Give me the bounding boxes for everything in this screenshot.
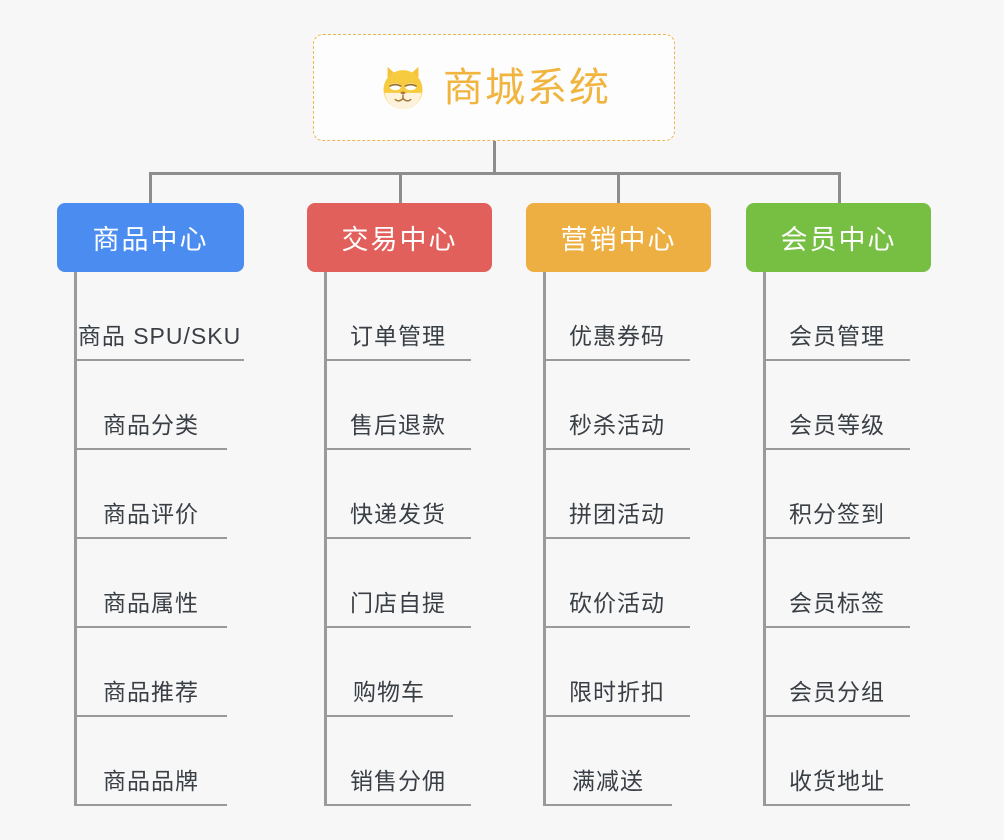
leaf-list-1: 商品 SPU/SKU 商品分类 商品评价 商品属性 商品推荐 商品品牌 bbox=[57, 272, 244, 806]
leaf-label: 优惠券码 bbox=[569, 323, 665, 349]
leaf-label: 商品评价 bbox=[103, 501, 199, 527]
leaf-label: 会员分组 bbox=[789, 679, 885, 705]
leaf-label: 购物车 bbox=[353, 679, 425, 705]
list-item[interactable]: 会员分组 bbox=[764, 628, 910, 717]
root-node-mall-system[interactable]: 商城系统 bbox=[313, 34, 675, 141]
connector-horizontal-bus bbox=[149, 172, 841, 175]
root-node-title: 商城系统 bbox=[443, 65, 611, 110]
list-item[interactable]: 会员等级 bbox=[764, 361, 910, 450]
connector-drop-column-3 bbox=[617, 172, 620, 203]
list-item[interactable]: 销售分佣 bbox=[325, 717, 471, 806]
list-item[interactable]: 购物车 bbox=[325, 628, 453, 717]
column-header-1[interactable]: 商品中心 bbox=[57, 203, 244, 272]
leaf-label: 满减送 bbox=[572, 768, 644, 794]
list-item[interactable]: 满减送 bbox=[544, 717, 672, 806]
shiba-dog-face-icon bbox=[383, 66, 423, 111]
list-item[interactable]: 会员管理 bbox=[764, 272, 910, 361]
list-item[interactable]: 限时折扣 bbox=[544, 628, 690, 717]
list-item[interactable]: 商品 SPU/SKU bbox=[75, 272, 244, 361]
column-trunk-1 bbox=[74, 272, 77, 806]
list-item[interactable]: 优惠券码 bbox=[544, 272, 690, 361]
leaf-label: 商品属性 bbox=[103, 590, 199, 616]
leaf-label: 商品推荐 bbox=[103, 679, 199, 705]
connector-drop-column-4 bbox=[838, 172, 841, 203]
leaf-label: 订单管理 bbox=[350, 323, 446, 349]
list-item[interactable]: 商品推荐 bbox=[75, 628, 227, 717]
column-header-2[interactable]: 交易中心 bbox=[307, 203, 492, 272]
connector-drop-column-1 bbox=[149, 172, 152, 203]
leaf-list-2: 订单管理 售后退款 快递发货 门店自提 购物车 销售分佣 bbox=[307, 272, 492, 806]
leaf-label: 限时折扣 bbox=[569, 679, 665, 705]
list-item[interactable]: 售后退款 bbox=[325, 361, 471, 450]
leaf-label: 商品分类 bbox=[103, 412, 199, 438]
leaf-label: 收货地址 bbox=[789, 768, 885, 794]
leaf-label: 拼团活动 bbox=[569, 501, 665, 527]
list-item[interactable]: 订单管理 bbox=[325, 272, 471, 361]
list-item[interactable]: 收货地址 bbox=[764, 717, 910, 806]
column-header-4[interactable]: 会员中心 bbox=[746, 203, 931, 272]
leaf-label: 积分签到 bbox=[789, 501, 885, 527]
leaf-label: 商品品牌 bbox=[103, 768, 199, 794]
leaf-label: 快递发货 bbox=[350, 501, 446, 527]
leaf-label: 门店自提 bbox=[350, 590, 446, 616]
leaf-label: 售后退款 bbox=[350, 412, 446, 438]
column-header-3[interactable]: 营销中心 bbox=[526, 203, 711, 272]
list-item[interactable]: 商品分类 bbox=[75, 361, 227, 450]
column-marketing-center: 营销中心 优惠券码 秒杀活动 拼团活动 砍价活动 限时折扣 满减送 bbox=[526, 203, 711, 806]
leaf-label: 秒杀活动 bbox=[569, 412, 665, 438]
leaf-list-3: 优惠券码 秒杀活动 拼团活动 砍价活动 限时折扣 满减送 bbox=[526, 272, 711, 806]
leaf-label: 会员标签 bbox=[789, 590, 885, 616]
column-trade-center: 交易中心 订单管理 售后退款 快递发货 门店自提 购物车 销售分佣 bbox=[307, 203, 492, 806]
list-item[interactable]: 会员标签 bbox=[764, 539, 910, 628]
connector-drop-column-2 bbox=[399, 172, 402, 203]
leaf-label: 会员管理 bbox=[789, 323, 885, 349]
list-item[interactable]: 积分签到 bbox=[764, 450, 910, 539]
column-trunk-2 bbox=[324, 272, 327, 806]
list-item[interactable]: 快递发货 bbox=[325, 450, 471, 539]
list-item[interactable]: 秒杀活动 bbox=[544, 361, 690, 450]
leaf-label: 商品 SPU/SKU bbox=[77, 323, 242, 349]
list-item[interactable]: 商品属性 bbox=[75, 539, 227, 628]
column-trunk-3 bbox=[543, 272, 546, 806]
list-item[interactable]: 拼团活动 bbox=[544, 450, 690, 539]
list-item[interactable]: 砍价活动 bbox=[544, 539, 690, 628]
list-item[interactable]: 商品评价 bbox=[75, 450, 227, 539]
leaf-label: 砍价活动 bbox=[569, 590, 665, 616]
list-item[interactable]: 商品品牌 bbox=[75, 717, 227, 806]
connector-root-stem bbox=[493, 141, 496, 174]
column-member-center: 会员中心 会员管理 会员等级 积分签到 会员标签 会员分组 收货地址 bbox=[746, 203, 931, 806]
leaf-list-4: 会员管理 会员等级 积分签到 会员标签 会员分组 收货地址 bbox=[746, 272, 931, 806]
list-item[interactable]: 门店自提 bbox=[325, 539, 471, 628]
leaf-label: 销售分佣 bbox=[350, 768, 446, 794]
column-trunk-4 bbox=[763, 272, 766, 806]
leaf-label: 会员等级 bbox=[789, 412, 885, 438]
column-product-center: 商品中心 商品 SPU/SKU 商品分类 商品评价 商品属性 商品推荐 商品品牌 bbox=[57, 203, 244, 806]
